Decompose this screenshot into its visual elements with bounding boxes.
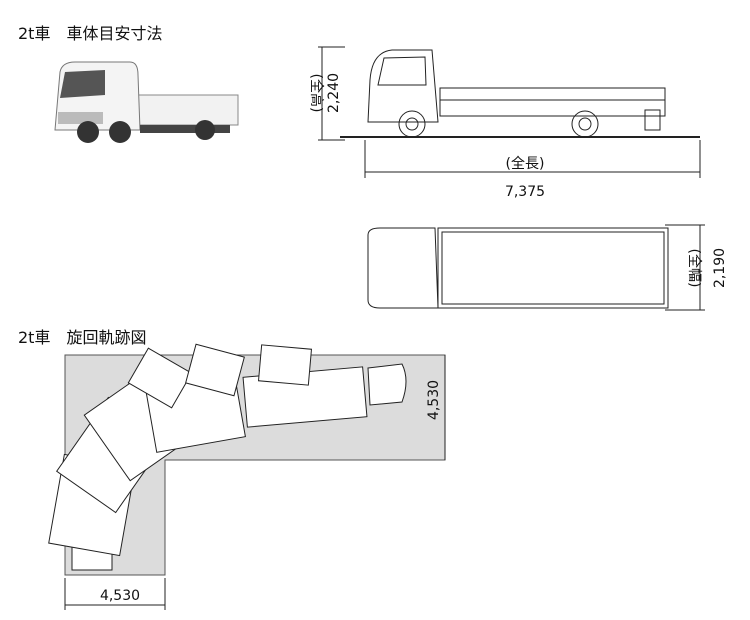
length-value: 7,375: [505, 184, 545, 200]
turning-vertical-value: 4,530: [426, 380, 442, 420]
top-view: [367, 224, 705, 311]
height-value: 2,240: [326, 73, 342, 113]
turning-horizontal-value: 4,530: [100, 588, 140, 604]
turning-title: 2t車 旋回軌跡図: [18, 328, 147, 347]
dimensions-title: 2t車 車体目安寸法: [18, 24, 163, 43]
width-label: (全幅): [686, 249, 703, 288]
height-label: (全高): [308, 74, 325, 113]
turning-diagram: [48, 343, 446, 610]
side-view: [318, 46, 701, 178]
truck-photo: [54, 61, 239, 143]
length-label: (全長): [506, 155, 545, 172]
width-value: 2,190: [712, 248, 728, 288]
